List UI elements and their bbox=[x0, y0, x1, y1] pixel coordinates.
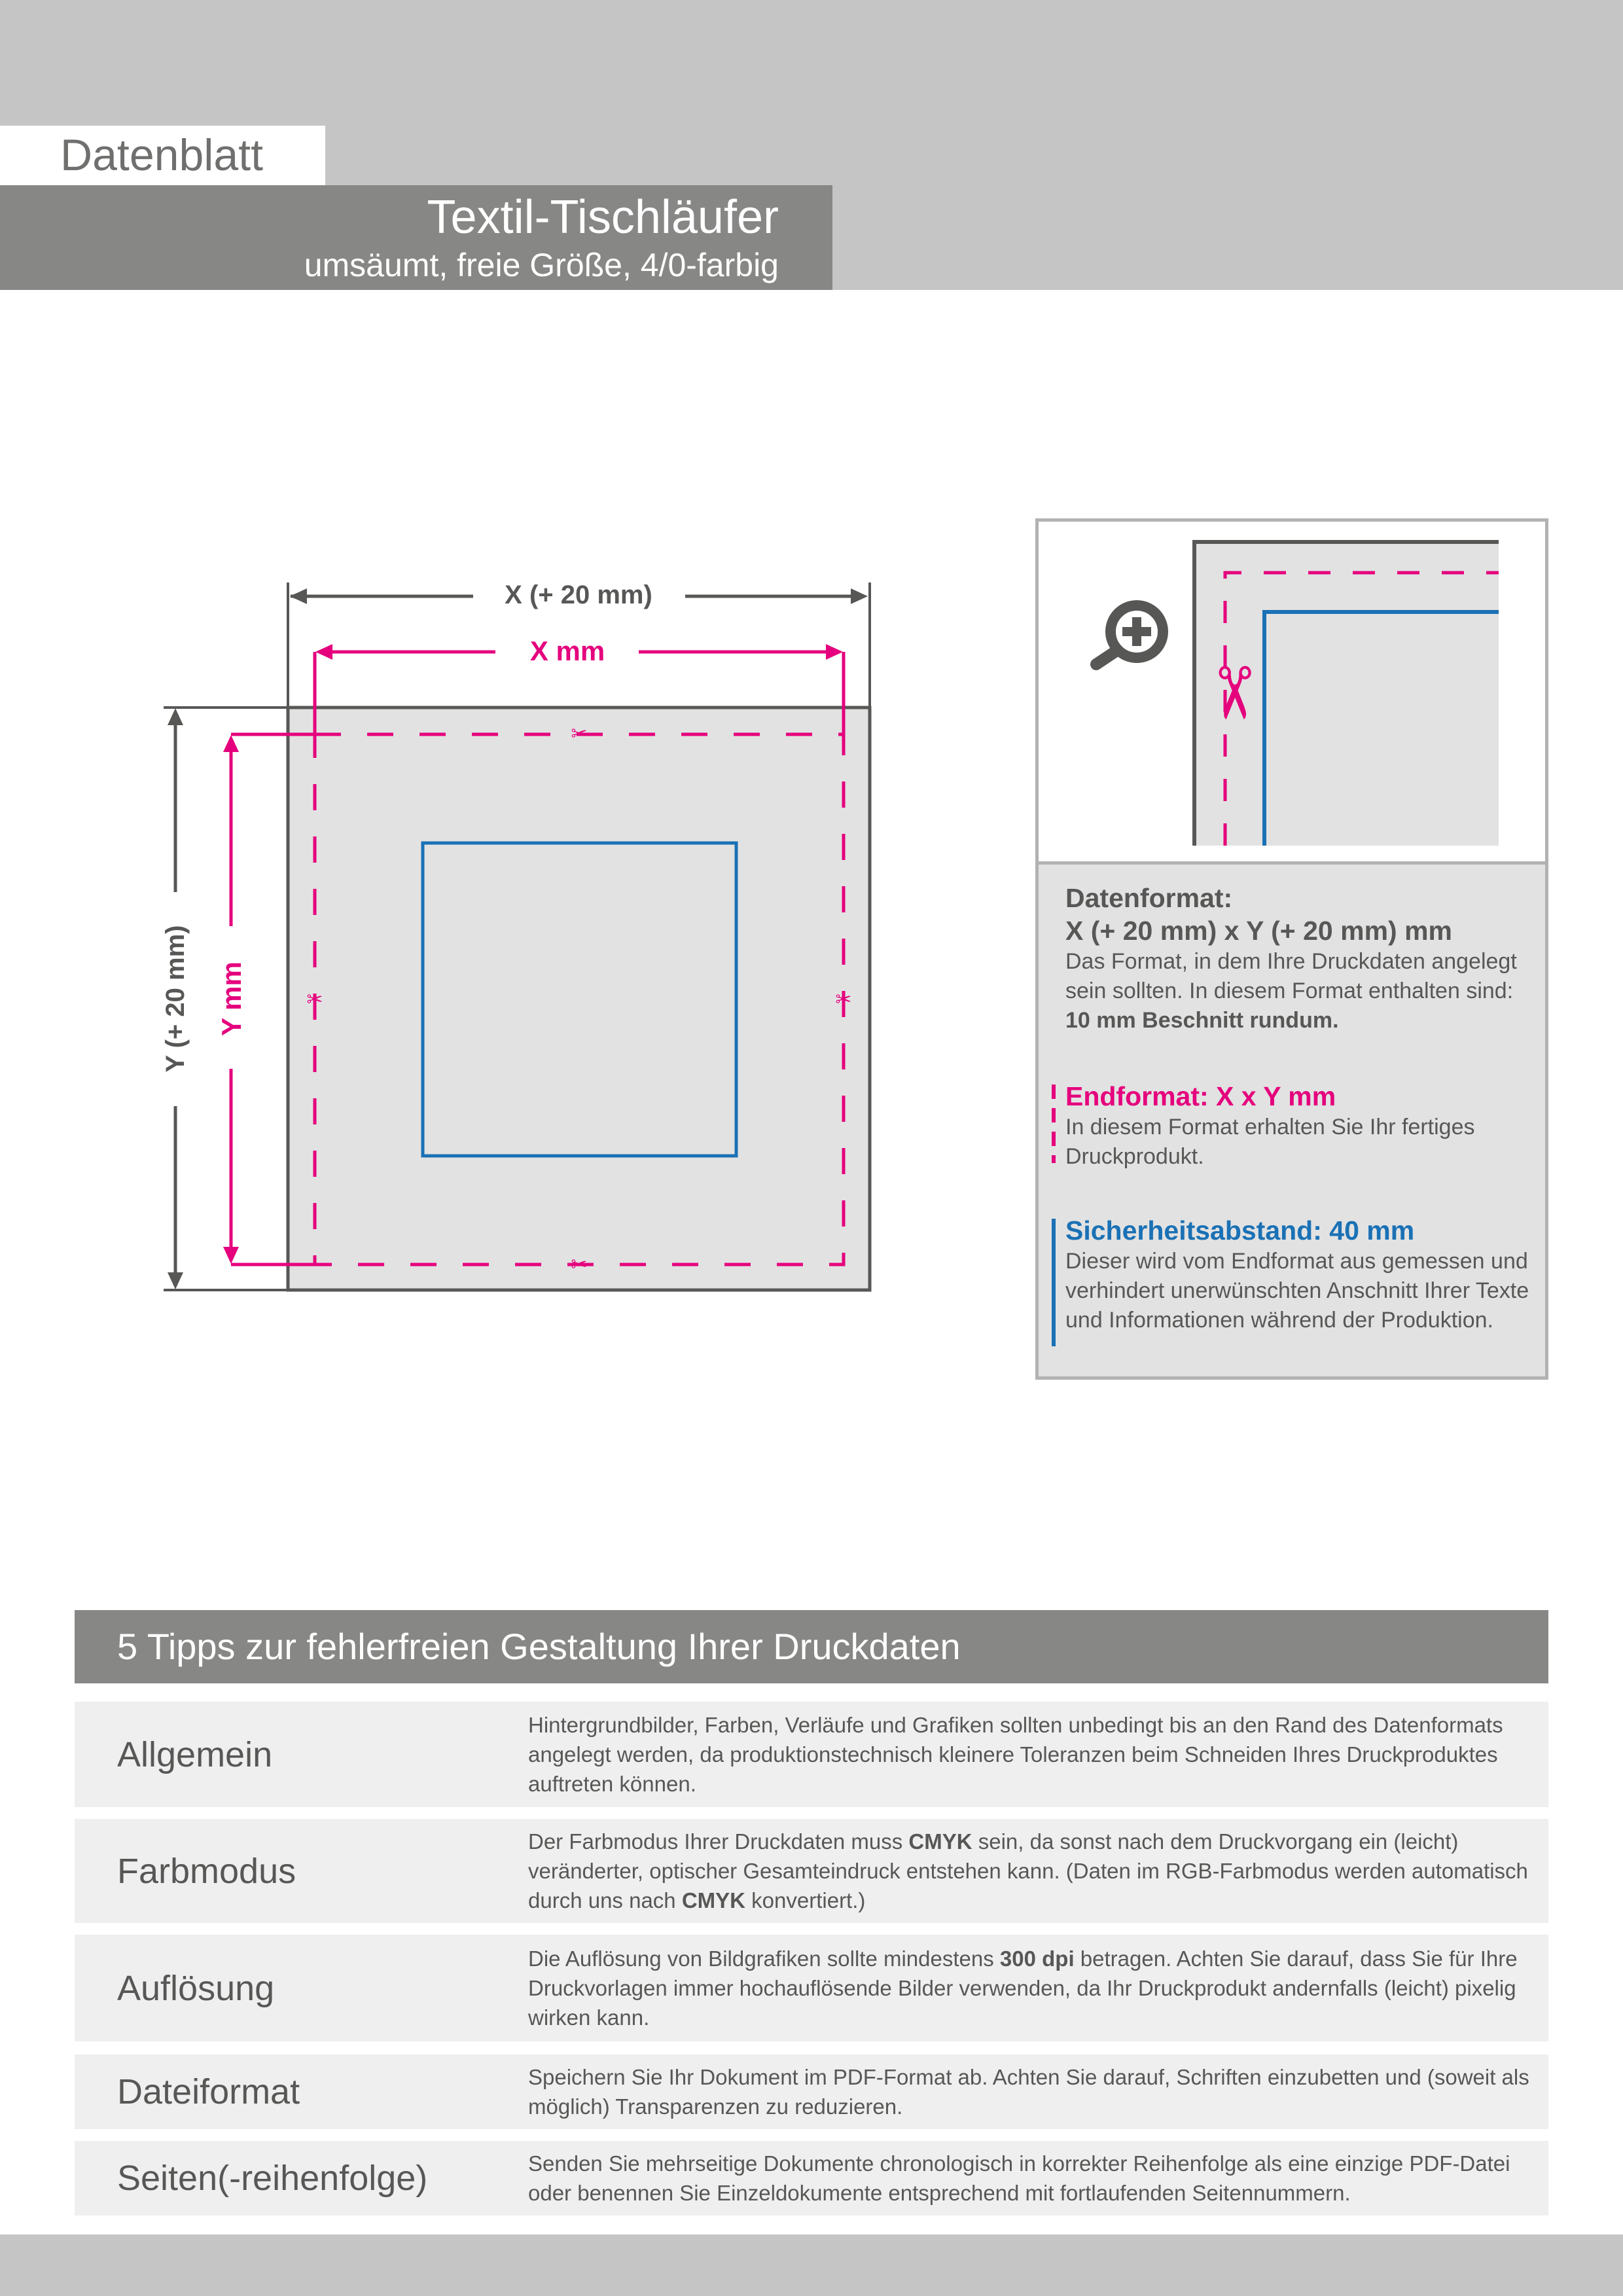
tip-row: Seiten(-reihenfolge) Senden Sie mehrseiti… bbox=[75, 2141, 1548, 2215]
tip-label: Allgemein bbox=[117, 1734, 273, 1774]
tip-label: Dateiformat bbox=[117, 2072, 300, 2111]
tips-heading: 5 Tipps zur fehlerfreien Gestaltung Ihre… bbox=[75, 1610, 1548, 1683]
final-width-label: X mm bbox=[530, 636, 605, 666]
tip-desc: Speichern Sie Ihr Dokument im PDF-Format… bbox=[528, 2065, 1529, 2119]
scissors-icon: ✂ ✂ ✂ ✂ bbox=[306, 723, 851, 1276]
datenformat-bold: 10 mm Beschnitt rundum. bbox=[1065, 1008, 1339, 1033]
tip-label: Auflösung bbox=[117, 1968, 275, 2008]
tip-row: Auflösung Die Auflösung von Bildgrafiken … bbox=[75, 1935, 1548, 2041]
detail-view: ✂ bbox=[1039, 522, 1545, 865]
datenformat-text: Das Format, in dem Ihre Druckdaten angel… bbox=[1065, 949, 1517, 1003]
outer-height-label: Y (+ 20 mm) bbox=[161, 925, 190, 1073]
tip-row: Farbmodus Der Farbmodus Ihrer Druckdaten … bbox=[75, 1819, 1548, 1923]
svg-text:✂: ✂ bbox=[571, 1253, 587, 1276]
format-diagram: X (+ 20 mm) X mm Y (+ 20 mm) Y mm ✂ ✂ ✂ ✂ bbox=[161, 581, 872, 1292]
safety-area bbox=[421, 841, 738, 1158]
tip-desc: Der Farbmodus Ihrer Druckdaten muss CMYK… bbox=[528, 1829, 1528, 1912]
outer-height-arrow: Y (+ 20 mm) bbox=[161, 708, 190, 1289]
sicherheit-block: Sicherheitsabstand: 40 mm Dieser wird vo… bbox=[1065, 1214, 1537, 1335]
tip-desc: Hintergrundbilder, Farben, Verläufe und … bbox=[528, 1713, 1503, 1796]
bleed-area bbox=[286, 706, 872, 1292]
svg-text:✂: ✂ bbox=[835, 988, 851, 1011]
datasheet-badge: Datenblatt bbox=[0, 126, 325, 185]
tip-row: Dateiformat Speichern Sie Ihr Dokument im… bbox=[75, 2054, 1548, 2129]
svg-text:✂: ✂ bbox=[306, 988, 323, 1011]
sicherheit-title: Sicherheitsabstand: 40 mm bbox=[1065, 1215, 1415, 1246]
endformat-title: Endformat: X x Y mm bbox=[1065, 1081, 1336, 1111]
final-height-label: Y mm bbox=[216, 961, 247, 1036]
datenformat-block: Datenformat: X (+ 20 mm) x Y (+ 20 mm) m… bbox=[1065, 882, 1537, 1035]
endformat-block: Endformat: X x Y mm In diesem Format erh… bbox=[1065, 1080, 1537, 1172]
outer-width-arrow: X (+ 20 mm) bbox=[290, 581, 868, 609]
footer-band bbox=[0, 2234, 1623, 2296]
product-title: Textil-Tischläufer bbox=[427, 191, 779, 243]
sicherheit-text: Dieser wird vom Endformat aus gemessen u… bbox=[1065, 1249, 1529, 1333]
datenformat-value: X (+ 20 mm) x Y (+ 20 mm) mm bbox=[1065, 916, 1452, 946]
endformat-marker bbox=[1052, 1085, 1056, 1163]
tip-label: Seiten(-reihenfolge) bbox=[117, 2159, 428, 2198]
final-height-arrow: Y mm bbox=[216, 732, 315, 1266]
product-subtitle: umsäumt, freie Größe, 4/0-farbig bbox=[304, 247, 779, 283]
outer-width-label: X (+ 20 mm) bbox=[505, 581, 652, 609]
tip-label: Farbmodus bbox=[117, 1851, 296, 1891]
datenformat-title: Datenformat: bbox=[1065, 883, 1233, 913]
magnifier-plus-icon bbox=[1090, 600, 1168, 670]
final-width-arrow: X mm bbox=[313, 636, 846, 734]
svg-text:✂: ✂ bbox=[571, 723, 587, 745]
corner-detail-illustration: ✂ bbox=[1090, 540, 1499, 846]
tip-desc: Senden Sie mehrseitige Dokumente chronol… bbox=[528, 2151, 1510, 2205]
tip-desc: Die Auflösung von Bildgrafiken sollte mi… bbox=[528, 1946, 1518, 2030]
endformat-text: In diesem Format erhalten Sie Ihr fertig… bbox=[1065, 1115, 1475, 1169]
tip-row: Allgemein Hintergrundbilder, Farben, Verl… bbox=[75, 1702, 1548, 1807]
info-panel: ✂ Datenformat: X (+ 20 mm) x Y (+ 20 mm)… bbox=[1035, 518, 1548, 1380]
scissors-icon: ✂ bbox=[1192, 663, 1275, 723]
title-box: Textil-Tischläufer umsäumt, freie Größe,… bbox=[0, 185, 832, 290]
trim-line bbox=[313, 732, 846, 1266]
safety-marker bbox=[1052, 1219, 1056, 1346]
